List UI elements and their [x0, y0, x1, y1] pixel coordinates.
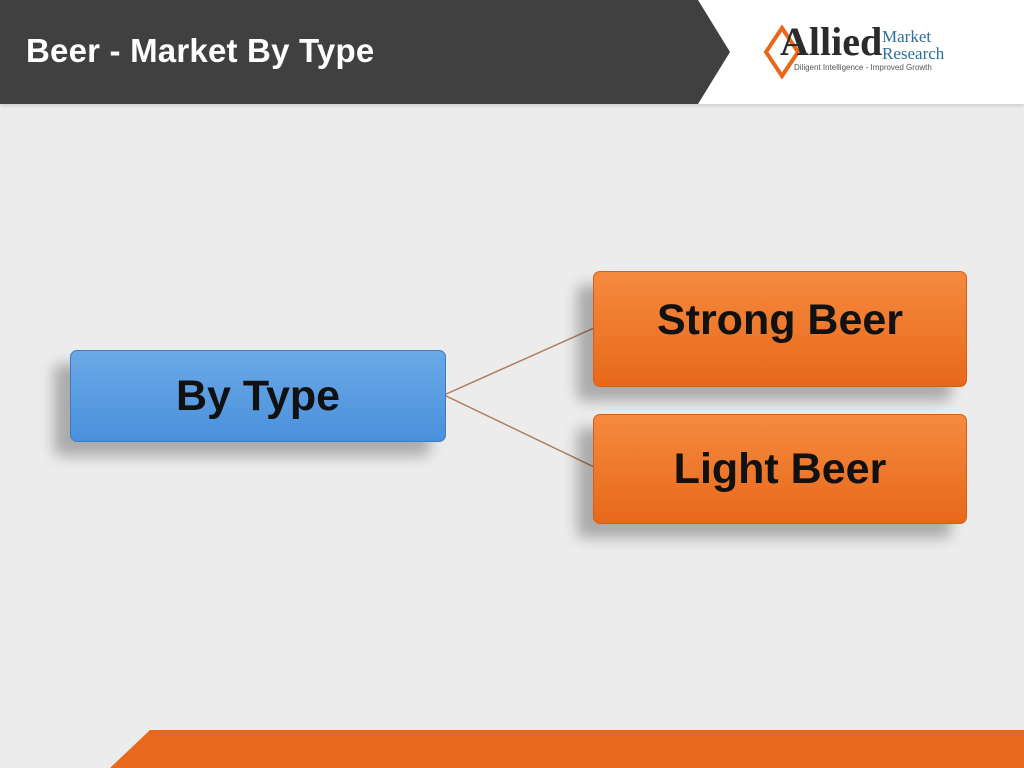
child-node-strong-beer: Strong Beer — [593, 271, 967, 387]
child-node-light-beer: Light Beer — [593, 414, 967, 524]
logo-name: Allied — [780, 19, 883, 64]
root-node-label: By Type — [175, 371, 341, 420]
company-logo: Allied Market Research Diligent Intellig… — [760, 18, 960, 88]
child-node-label: Strong Beer — [656, 295, 904, 344]
child-node-label: Light Beer — [673, 444, 887, 493]
logo-word-market: Market — [882, 27, 932, 46]
logo-word-research: Research — [882, 44, 945, 63]
logo-diamond-icon — [763, 24, 800, 80]
slide-header: Beer - Market By Type Allied Market Rese… — [0, 0, 1024, 104]
page-title: Beer - Market By Type — [26, 32, 375, 69]
logo-tagline: Diligent Intelligence - Improved Growth — [794, 63, 932, 72]
connector-to-strong-beer — [443, 327, 595, 396]
footer-band — [110, 730, 1024, 768]
root-node-by-type: By Type — [70, 350, 446, 442]
title-band: Beer - Market By Type — [0, 0, 730, 104]
connector-to-light-beer — [443, 394, 595, 468]
